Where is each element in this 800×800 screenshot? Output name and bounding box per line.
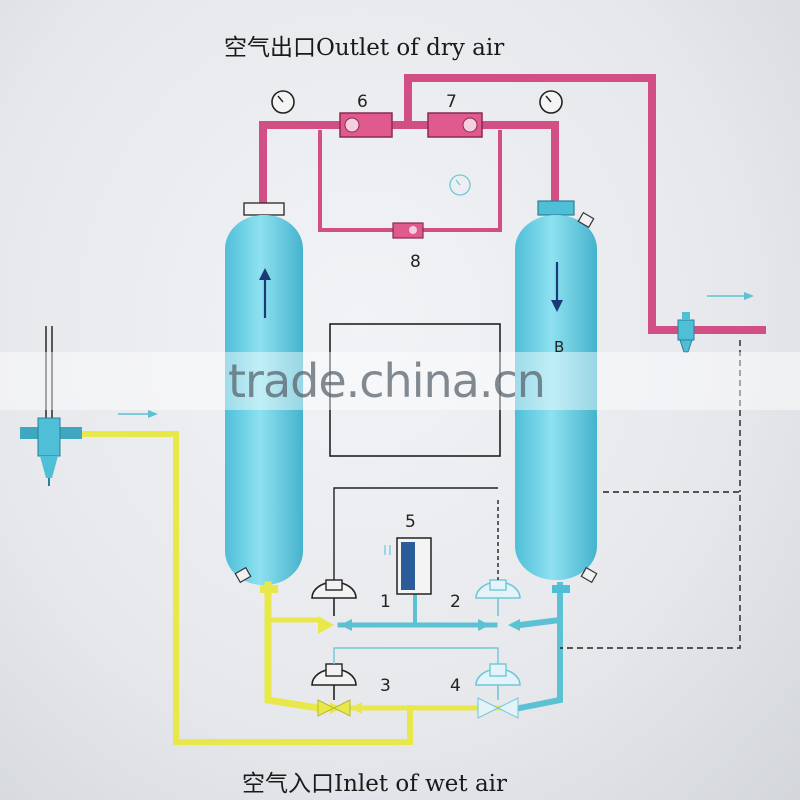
- tank-b: [515, 200, 598, 584]
- outlet-filter: [677, 312, 695, 353]
- tank-b-outlet: [516, 582, 563, 712]
- dry-air-pipes: [259, 74, 766, 334]
- watermark-band: trade.china.cn: [0, 352, 800, 410]
- outlet-label: 空气出口Outlet of dry air: [224, 35, 505, 61]
- inlet-label: 空气入口Inlet of wet air: [242, 771, 508, 797]
- valve-3-label: 3: [380, 676, 391, 696]
- valve-1-label: 1: [380, 592, 391, 612]
- inlet-pipe: [47, 431, 413, 745]
- regen-pipes: [337, 582, 563, 712]
- watermark-text: trade.china.cn: [228, 354, 546, 408]
- left-top-pipe: [259, 121, 349, 209]
- valve-6-label: 6: [357, 92, 368, 112]
- valve-3: [311, 663, 357, 717]
- bypass-loop: [318, 130, 502, 232]
- valve-7-label: 7: [446, 92, 457, 112]
- valve-2-label: 2: [450, 592, 461, 612]
- bypass-gauge-icon: [449, 174, 471, 196]
- valve-8-label: 8: [410, 252, 421, 272]
- control-lines: [333, 340, 741, 664]
- valve-7: [427, 112, 483, 138]
- valve-4: [475, 663, 521, 719]
- right-top-pipe: [476, 121, 559, 209]
- valve-4-label: 4: [450, 676, 461, 696]
- valve-5-label: 5: [405, 512, 416, 532]
- valve-2: [475, 579, 521, 616]
- muffler-5: [384, 537, 432, 595]
- tank-a-inlet: [264, 581, 323, 713]
- valve-6: [339, 112, 393, 138]
- valve-8: [392, 222, 424, 239]
- tank-b-label: B: [554, 338, 565, 356]
- inlet-filter: [20, 326, 82, 486]
- wet-air-pipes: [47, 431, 508, 745]
- tank-a: [225, 202, 303, 585]
- controller-box: [329, 323, 501, 457]
